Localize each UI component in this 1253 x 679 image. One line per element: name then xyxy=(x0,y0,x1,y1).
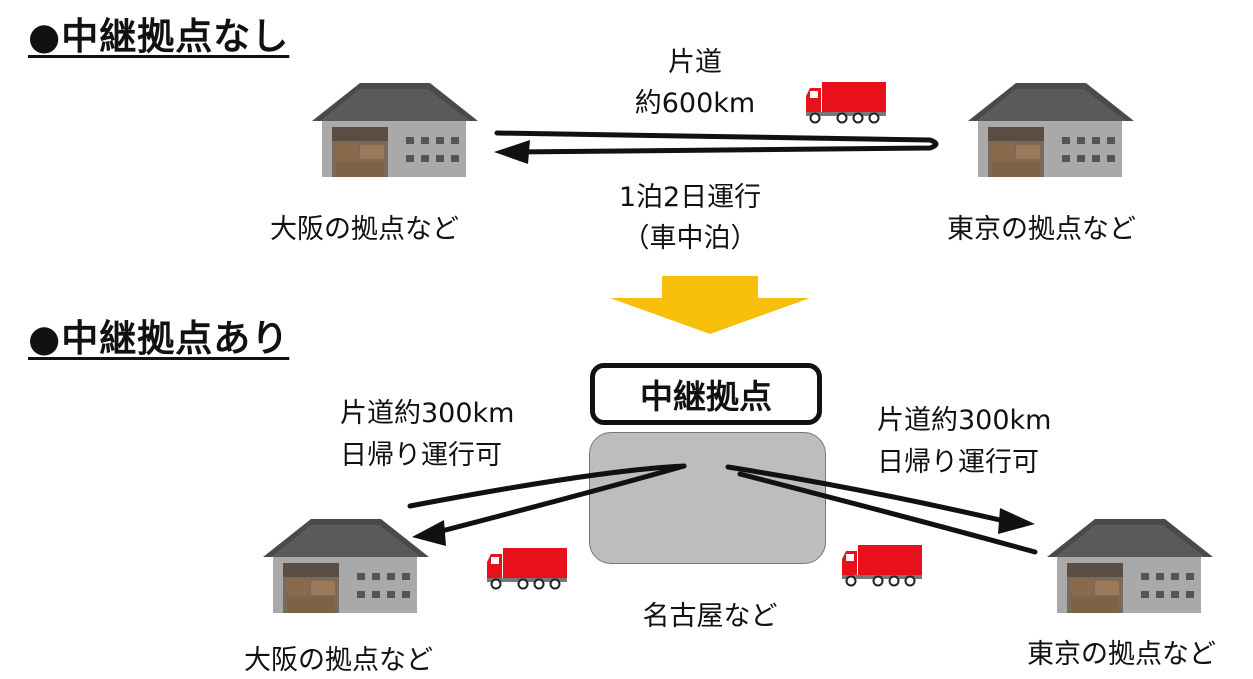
top-operation-line1: 1泊2日運行 xyxy=(618,182,762,213)
top-right-location-label: 東京の拠点など xyxy=(947,214,1136,245)
top-operation-line2: （車中泊） xyxy=(622,223,758,254)
section-title-without-relay: ●中継拠点なし xyxy=(28,15,290,58)
arrowhead-icon xyxy=(494,140,530,164)
relay-hub-area xyxy=(589,432,826,564)
arrowhead-icon xyxy=(998,508,1035,534)
route-arrow-icon xyxy=(407,463,687,509)
down-arrow-icon xyxy=(610,276,810,334)
route-arrow-icon xyxy=(427,463,687,537)
bottom-left-location-label: 大阪の拠点など xyxy=(244,645,433,676)
route-arrow-icon xyxy=(494,130,939,155)
route-arrow-icon xyxy=(737,471,1038,555)
route-arrow-icon xyxy=(725,464,1003,523)
right-route-note-line1: 片道約300km xyxy=(877,405,1052,436)
left-route-note-line2: 日帰り運行可 xyxy=(340,440,502,471)
arrowhead-icon xyxy=(412,520,446,546)
top-distance-line1: 片道 xyxy=(668,47,722,78)
left-route-note-line1: 片道約300km xyxy=(340,398,515,429)
right-route-note-line2: 日帰り運行可 xyxy=(877,447,1039,478)
top-distance-line2: 約600km xyxy=(634,88,756,119)
section-title-with-relay: ●中継拠点あり xyxy=(28,317,290,360)
top-left-location-label: 大阪の拠点など xyxy=(270,214,459,245)
relay-hub-title: 中継拠点 xyxy=(590,363,822,425)
relay-place-label: 名古屋など xyxy=(642,601,778,632)
bottom-right-location-label: 東京の拠点など xyxy=(1027,639,1216,670)
